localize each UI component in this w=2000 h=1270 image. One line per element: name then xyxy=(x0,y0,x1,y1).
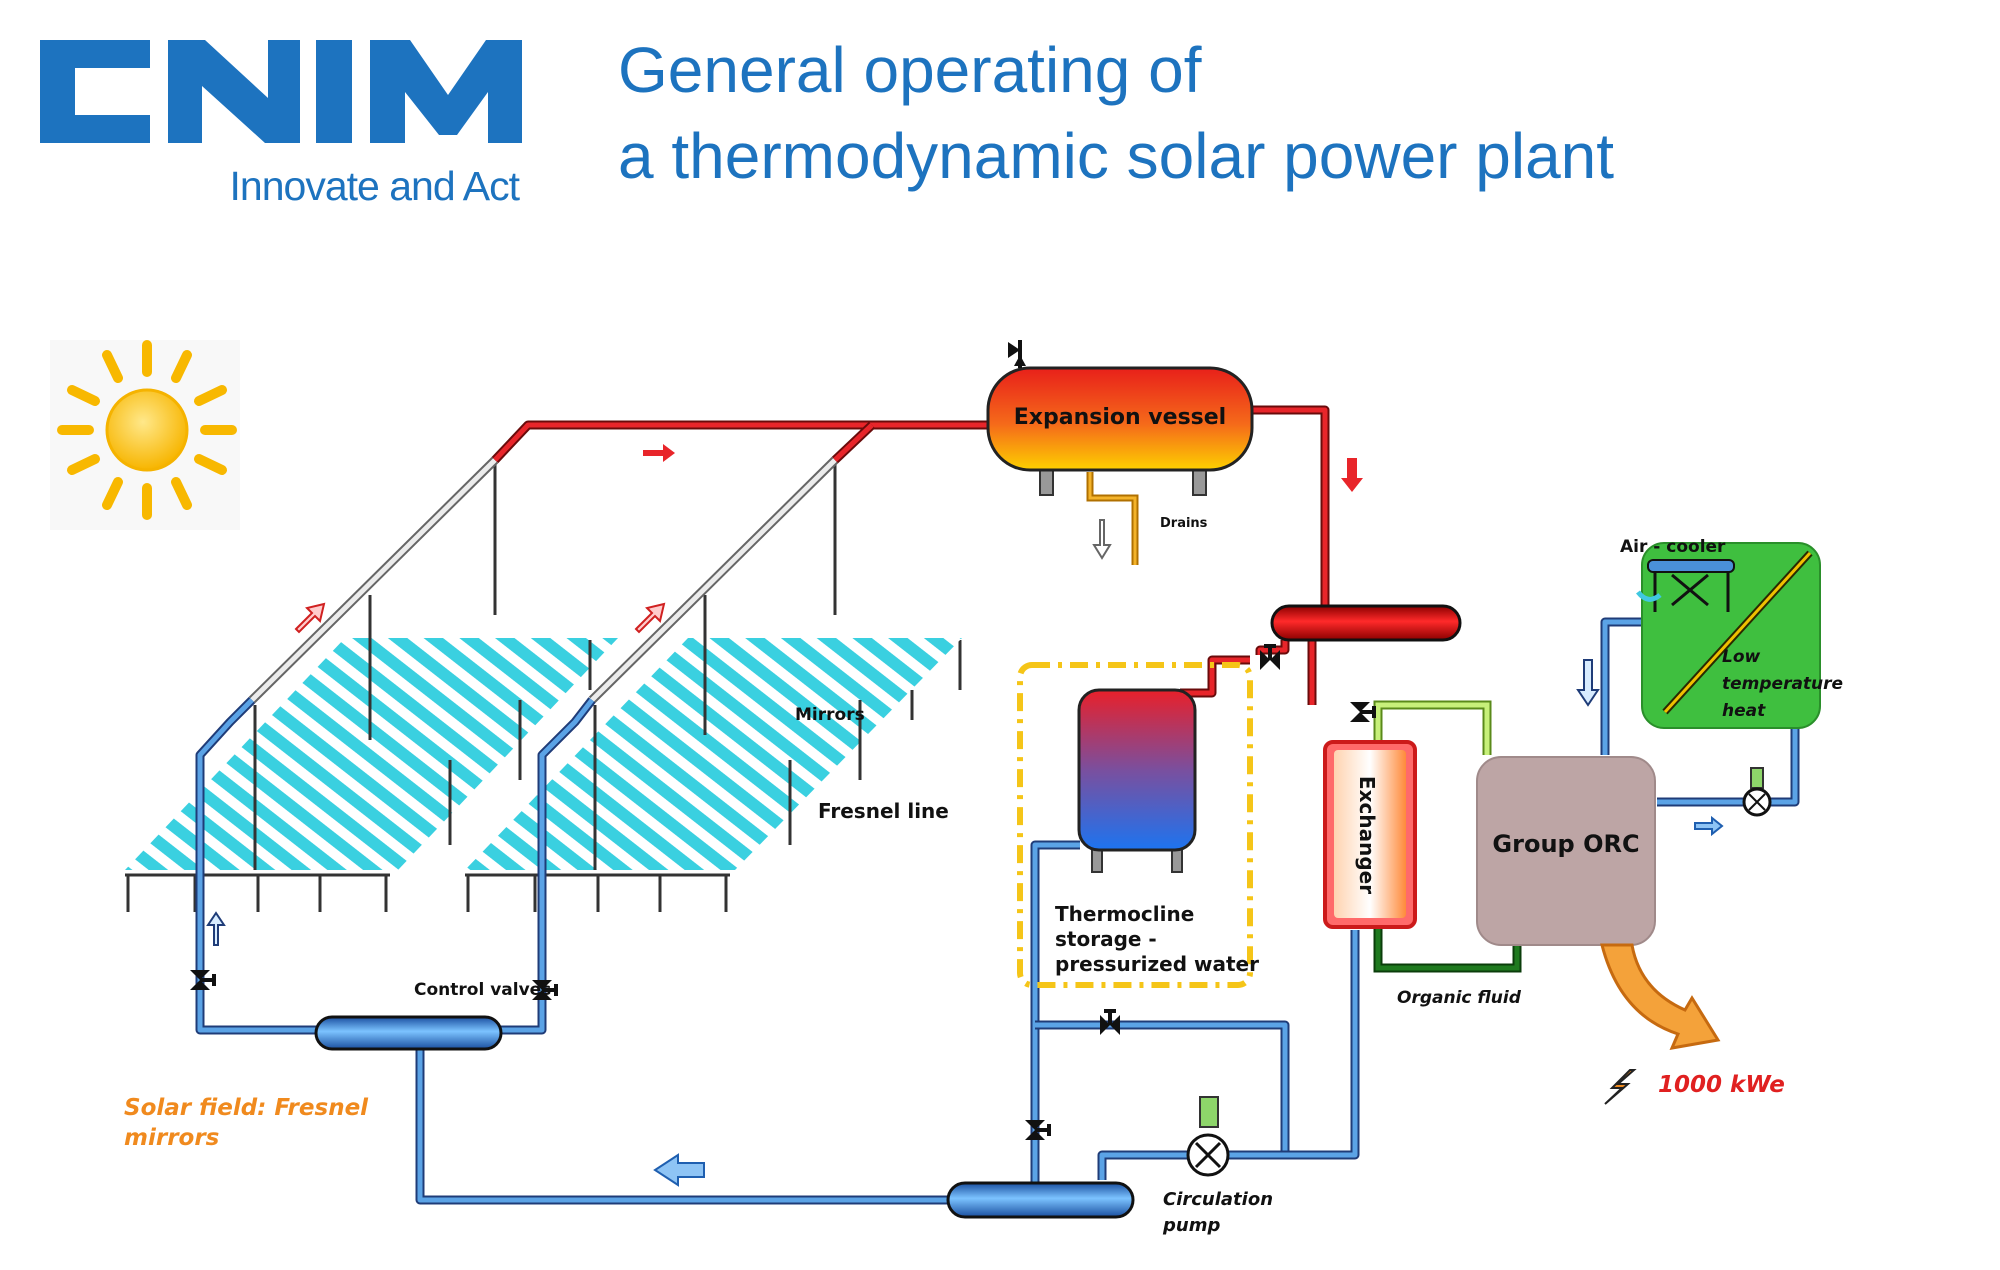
mirror-panel-right xyxy=(465,638,962,870)
flow-arrow-right-icon xyxy=(643,444,675,462)
hot-header-tank xyxy=(1270,604,1462,642)
air-cooler-label: Air - cooler xyxy=(1620,537,1726,557)
organic-fluid-label: Organic fluid xyxy=(1397,988,1522,1008)
flow-arrow-up-icon xyxy=(206,911,226,946)
receiver-tubes xyxy=(248,456,839,704)
drains-label: Drains xyxy=(1160,516,1208,531)
flow-arrow-down-icon xyxy=(1341,458,1363,492)
hot-pipe-network xyxy=(491,405,1330,705)
tagline: Innovate and Act xyxy=(230,163,521,209)
flow-arrow-down-icon xyxy=(1576,659,1600,707)
air-flow-icon xyxy=(1636,590,1662,602)
flow-arrow-down-icon xyxy=(1092,519,1112,560)
low-temp-label-line1: Low xyxy=(1722,647,1761,667)
flow-arrow-up-icon xyxy=(634,602,666,634)
organic-fluid-loop xyxy=(1373,700,1522,973)
fresnel-line-label: Fresnel line xyxy=(818,799,949,823)
low-temp-label-line2: temperature xyxy=(1722,674,1843,694)
low-temp-label-line3: heat xyxy=(1722,701,1766,721)
valve-icon xyxy=(190,970,216,990)
valve-icon xyxy=(1100,1009,1120,1035)
flow-arrow-right-icon xyxy=(1694,815,1724,837)
valve-icon xyxy=(1025,1120,1051,1140)
field-collector-tank xyxy=(314,1015,503,1051)
power-output-label: 1000 kWe xyxy=(1658,1072,1785,1098)
solar-field-label-line2: mirrors xyxy=(124,1125,219,1151)
mirrors-label: Mirrors xyxy=(795,705,865,725)
expansion-vessel-label: Expansion vessel xyxy=(1014,405,1226,430)
cooler-fan-icon xyxy=(1647,559,1735,612)
flow-arrow-left-icon xyxy=(653,1153,705,1187)
return-collector-tank xyxy=(946,1181,1135,1219)
valve-icon xyxy=(1260,644,1280,670)
storage-label-line2: storage - xyxy=(1055,927,1157,951)
solar-field-label-line1: Solar field: Fresnel xyxy=(124,1095,369,1121)
circulation-pump-label-line2: pump xyxy=(1162,1215,1220,1236)
group-orc: Group ORC xyxy=(1476,756,1656,946)
group-orc-label: Group ORC xyxy=(1492,830,1639,858)
cnim-logo xyxy=(40,40,522,143)
thermocline-storage: Thermocline storage - pressurized water xyxy=(1017,662,1259,988)
expansion-vessel: Expansion vessel xyxy=(986,366,1254,496)
vent-valve-icon xyxy=(1008,340,1026,368)
exchanger-label: Exchanger xyxy=(1355,776,1379,894)
heat-exchanger: Exchanger xyxy=(1323,740,1417,929)
valve-icon xyxy=(532,980,558,1000)
mirror-panel-left xyxy=(125,638,618,870)
page-title-line1: General operating of xyxy=(618,34,1202,106)
storage-label-line3: pressurized water xyxy=(1055,952,1259,976)
air-cooler: Air - cooler Low temperature heat xyxy=(1620,537,1843,729)
circulation-pump-icon xyxy=(1186,1096,1230,1177)
page-title-line2: a thermodynamic solar power plant xyxy=(618,120,1614,192)
valve-icon xyxy=(1350,702,1376,722)
control-valves-label: Control valves xyxy=(414,980,551,1000)
orc-heat-output-arrow xyxy=(1600,943,1721,1050)
lightning-icon xyxy=(1604,1069,1637,1105)
solar-field xyxy=(125,460,962,912)
flow-arrow-up-icon xyxy=(294,602,326,634)
cooler-pump-icon xyxy=(1742,767,1772,817)
circulation-pump-label-line1: Circulation xyxy=(1163,1189,1273,1210)
sun-icon xyxy=(50,340,240,530)
storage-label-line1: Thermocline xyxy=(1055,902,1194,926)
